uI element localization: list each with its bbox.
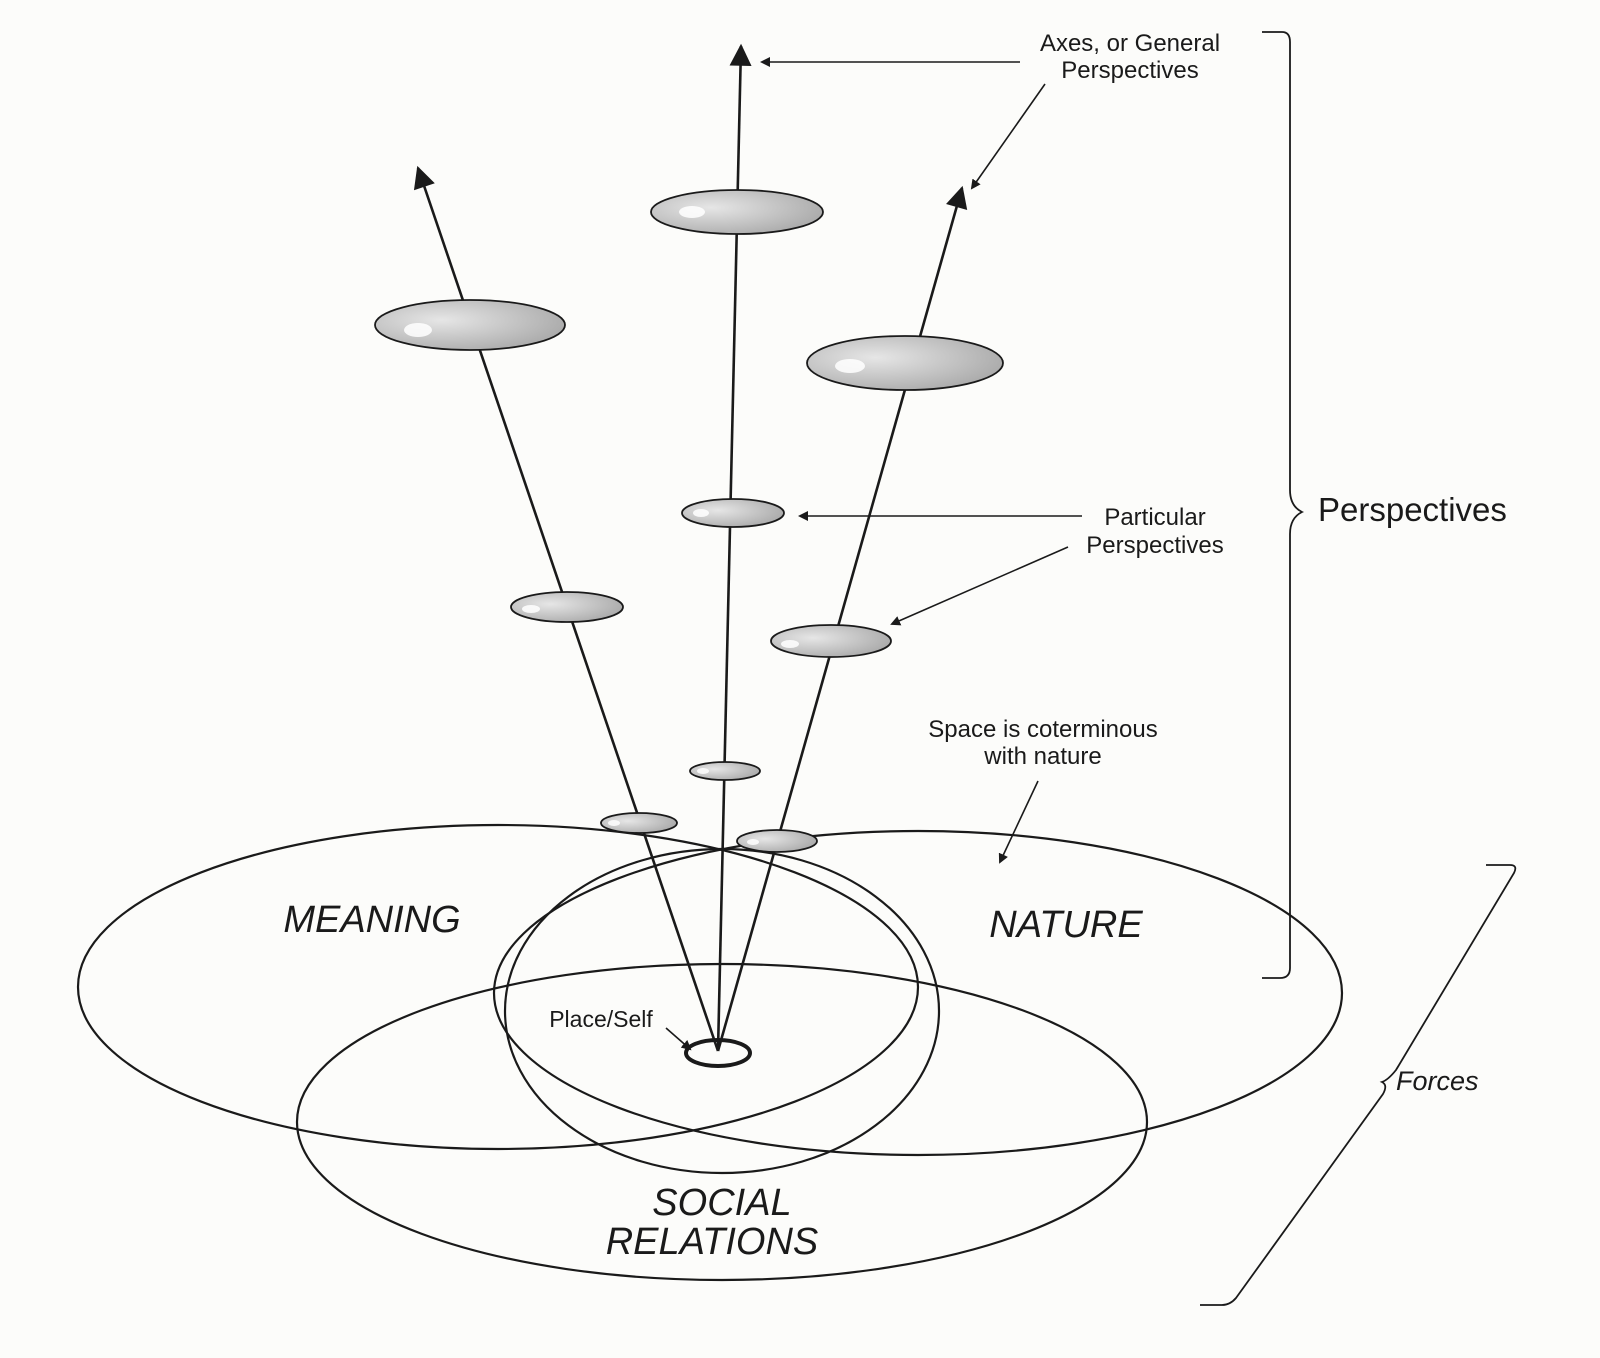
- place-self-pointer: [665, 1027, 692, 1051]
- disc-right-mid: [770, 624, 892, 658]
- forces-label: Forces: [1396, 1066, 1479, 1096]
- axes-pointer-right: [970, 83, 1046, 190]
- axes-label-line1: Axes, or General: [1040, 30, 1220, 57]
- highlight: [747, 839, 759, 845]
- perspectives-label: Perspectives: [1318, 491, 1507, 528]
- social-label-line1: SOCIAL: [652, 1182, 791, 1224]
- space-label-line2: with nature: [983, 743, 1101, 770]
- axes-label-line2: Perspectives: [1061, 57, 1198, 84]
- highlight: [679, 206, 705, 218]
- highlight: [693, 509, 709, 517]
- meaning-label: MEANING: [283, 899, 460, 941]
- disc-left-top: [374, 299, 566, 351]
- nature-label: NATURE: [989, 904, 1143, 946]
- perspective-discs: [374, 189, 1004, 853]
- nature-circle: [492, 829, 1344, 1157]
- highlight: [835, 359, 865, 373]
- highlight: [781, 640, 799, 648]
- disc-left-mid: [510, 591, 624, 623]
- disc-center-top: [650, 189, 824, 235]
- disc-left-low: [600, 812, 678, 834]
- forces-circles: [76, 823, 1344, 1282]
- highlight: [522, 605, 540, 613]
- particular-label-line2: Perspectives: [1086, 532, 1223, 559]
- space-pointer: [998, 780, 1039, 864]
- perspectives-bracket: [1262, 31, 1305, 979]
- particular-label-line1: Particular: [1104, 504, 1205, 531]
- meaning-circle: [76, 823, 920, 1151]
- social-relations-circle: [295, 962, 1149, 1282]
- forces-bracket: [1200, 864, 1517, 1306]
- disc-right-top: [806, 335, 1004, 391]
- highlight: [404, 323, 432, 337]
- particular-pointer-right: [890, 546, 1069, 626]
- highlight: [608, 820, 620, 826]
- disc-right-low: [736, 829, 818, 853]
- pointer-arrows: [665, 57, 1082, 1051]
- disc-center-low: [689, 761, 761, 781]
- right-axis: [716, 185, 968, 1052]
- disc-highlights: [404, 206, 865, 845]
- place-self-label: Place/Self: [549, 1006, 653, 1032]
- social-label-line2: RELATIONS: [606, 1221, 819, 1263]
- highlight: [697, 768, 709, 774]
- space-label-line1: Space is coterminous: [928, 716, 1157, 743]
- disc-center-mid: [681, 498, 785, 528]
